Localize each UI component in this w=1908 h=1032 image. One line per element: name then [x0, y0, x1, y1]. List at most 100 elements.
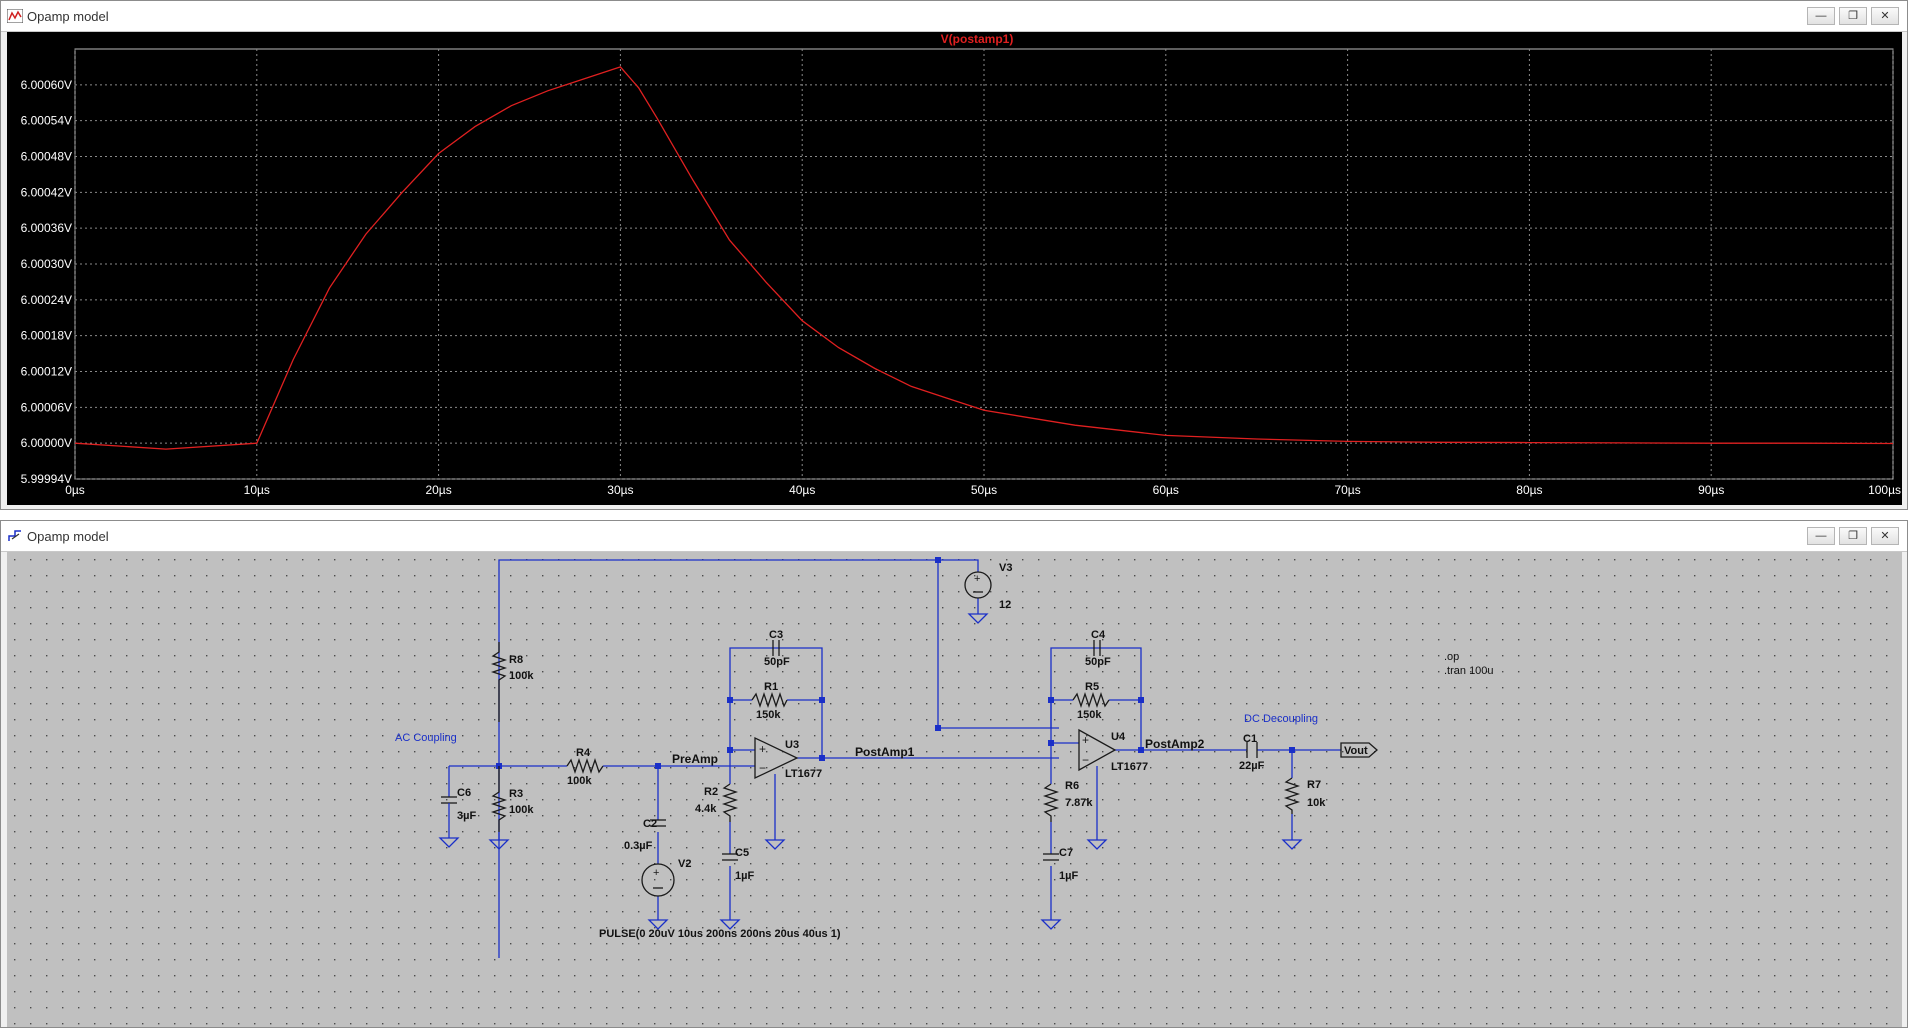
resistor-r3[interactable] — [490, 766, 508, 832]
directive-op[interactable]: .op — [1444, 651, 1459, 663]
label-c6-ref: C6 — [457, 787, 471, 799]
capacitor-c5[interactable] — [722, 853, 738, 861]
x-tick-label: 80µs — [1516, 483, 1542, 497]
label-r1-value: 150k — [756, 709, 781, 721]
label-c4-value: 50pF — [1085, 656, 1111, 668]
x-tick-label: 0µs — [65, 483, 85, 497]
y-tick-label: 6.00060V — [21, 78, 72, 92]
y-tick-label: 6.00042V — [21, 185, 72, 199]
resistor-r7[interactable] — [1283, 777, 1301, 814]
grid-dots — [7, 552, 1902, 1027]
label-u3-ref: U3 — [785, 739, 799, 751]
net-label-postamp2: PostAmp2 — [1145, 737, 1205, 751]
label-r3-value: 100k — [509, 804, 534, 816]
voltage-source-v3[interactable]: + — [964, 571, 992, 599]
resistor-r2[interactable] — [721, 783, 739, 822]
label-c6-value: 3µF — [457, 810, 476, 822]
label-c1-ref: C1 — [1243, 733, 1257, 745]
trace-label-vpostamp1[interactable]: V(postamp1) — [941, 32, 1014, 46]
capacitor-c1[interactable] — [1246, 742, 1258, 758]
x-tick-label: 30µs — [607, 483, 633, 497]
label-v3-ref: V3 — [999, 562, 1012, 574]
minimize-button[interactable]: — — [1807, 527, 1835, 545]
label-c4-ref: C4 — [1091, 629, 1106, 641]
comment-dc-decoupling[interactable]: DC Decoupling — [1244, 713, 1318, 725]
svg-text:+: + — [759, 742, 766, 756]
y-tick-label: 6.00018V — [21, 329, 72, 343]
close-button[interactable]: ✕ — [1871, 7, 1899, 25]
label-c3-ref: C3 — [769, 629, 783, 641]
label-r2-ref: R2 — [704, 786, 718, 798]
resistor-r1[interactable] — [751, 691, 788, 709]
capacitor-c4[interactable] — [1093, 640, 1101, 656]
schematic-drawing[interactable]: + — [7, 552, 1902, 1027]
y-tick-label: 6.00000V — [21, 436, 72, 450]
plot-titlebar[interactable]: Opamp model — ❐ ✕ — [1, 1, 1907, 32]
svg-text:−: − — [1082, 753, 1089, 767]
opamp-u4[interactable]: + − — [1078, 728, 1117, 772]
label-v2-ref: V2 — [678, 858, 691, 870]
resistor-r5[interactable] — [1072, 691, 1110, 709]
net-label-postamp1: PostAmp1 — [855, 745, 915, 759]
label-c7-ref: C7 — [1059, 847, 1073, 859]
comment-ac-coupling[interactable]: AC Coupling — [395, 732, 457, 744]
label-r8-ref: R8 — [509, 654, 523, 666]
label-c1-value: 22µF — [1239, 760, 1265, 772]
label-r7-value: 10k — [1307, 797, 1326, 809]
label-r6-value: 7.87k — [1065, 797, 1093, 809]
y-tick-label: 6.00048V — [21, 150, 72, 164]
label-r7-ref: R7 — [1307, 779, 1321, 791]
schematic-window-title: Opamp model — [27, 529, 109, 544]
restore-button[interactable]: ❐ — [1839, 527, 1867, 545]
x-tick-label: 40µs — [789, 483, 815, 497]
label-c2-ref: C2 — [643, 818, 657, 830]
capacitor-c3[interactable] — [772, 640, 780, 656]
schematic-titlebar[interactable]: Opamp model — ❐ ✕ — [1, 521, 1907, 552]
y-tick-label: 6.00006V — [21, 400, 72, 414]
waveform-app-icon — [7, 9, 23, 23]
close-button[interactable]: ✕ — [1871, 527, 1899, 545]
label-r8-value: 100k — [509, 670, 534, 682]
schematic-canvas[interactable]: + — [7, 552, 1902, 1027]
x-tick-label: 70µs — [1334, 483, 1360, 497]
label-u4-ref: U4 — [1111, 731, 1126, 743]
label-r1-ref: R1 — [764, 681, 778, 693]
trace-line-vpostamp1[interactable] — [74, 66, 1894, 450]
label-v3-value: 12 — [999, 599, 1011, 611]
resistor-r4[interactable] — [566, 757, 604, 775]
label-c5-value: 1µF — [735, 870, 754, 882]
label-u3-value: LT1677 — [785, 768, 822, 780]
label-v2-value: PULSE(0 20uV 10us 200ns 200ns 20us 40us … — [599, 928, 841, 940]
resistor-r6[interactable] — [1042, 783, 1060, 822]
voltage-source-v2[interactable]: + — [641, 863, 675, 897]
capacitor-c7[interactable] — [1043, 853, 1059, 861]
directive-tran[interactable]: .tran 100u — [1444, 665, 1494, 677]
label-c7-value: 1µF — [1059, 870, 1078, 882]
minimize-button[interactable]: — — [1807, 7, 1835, 25]
y-tick-label: 5.99994V — [21, 472, 72, 486]
svg-text:+: + — [974, 573, 980, 585]
label-r4-ref: R4 — [576, 747, 591, 759]
resistor-r8[interactable] — [490, 642, 508, 722]
label-c3-value: 50pF — [764, 656, 790, 668]
y-tick-label: 6.00012V — [21, 365, 72, 379]
schematic-app-icon — [8, 530, 21, 541]
restore-button[interactable]: ❐ — [1839, 7, 1867, 25]
label-r5-value: 150k — [1077, 709, 1102, 721]
label-r6-ref: R6 — [1065, 780, 1079, 792]
vout-port-icon[interactable] — [1340, 742, 1378, 758]
svg-text:−: − — [759, 761, 766, 775]
y-tick-label: 6.00030V — [21, 257, 72, 271]
label-c5-ref: C5 — [735, 847, 749, 859]
svg-text:+: + — [1082, 733, 1089, 747]
y-tick-label: 6.00036V — [21, 221, 72, 235]
port-label-vout: Vout — [1344, 745, 1368, 757]
opamp-u3[interactable]: + − — [754, 736, 799, 780]
capacitor-c2[interactable] — [650, 819, 666, 827]
x-tick-label: 20µs — [425, 483, 451, 497]
net-label-preamp: PreAmp — [672, 752, 718, 766]
